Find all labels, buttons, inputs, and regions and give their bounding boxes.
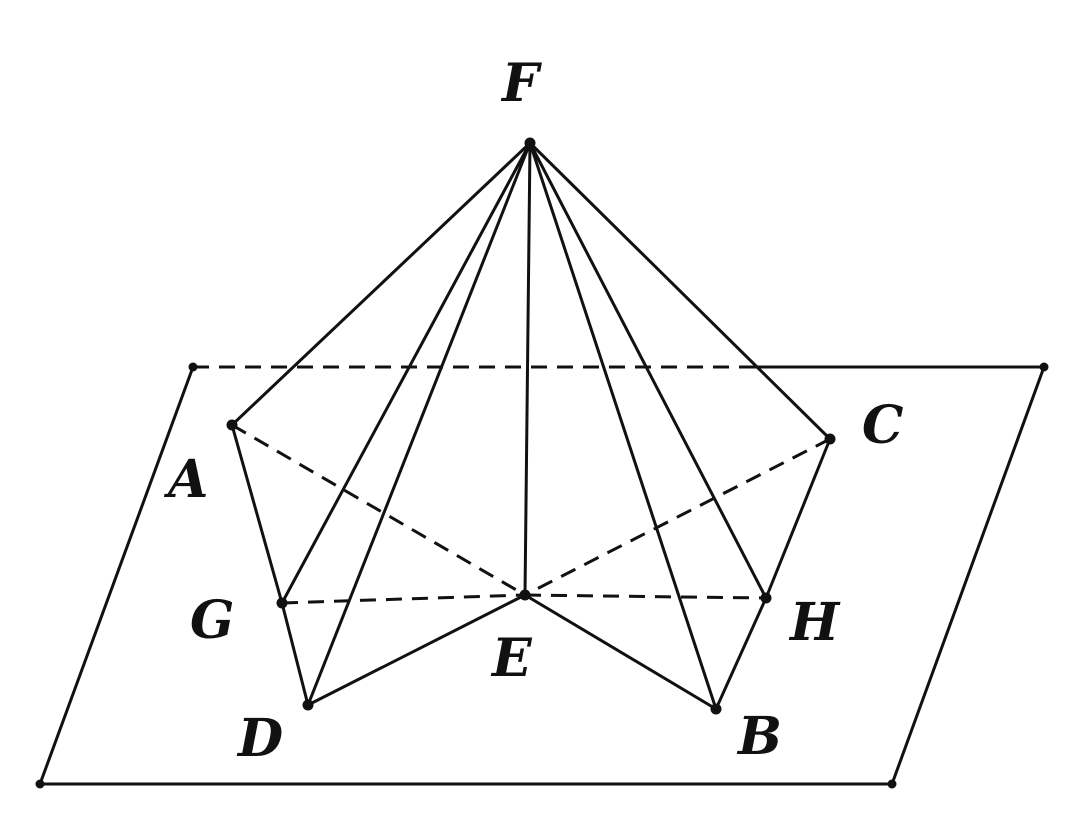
edge-eh-hidden <box>524 593 767 600</box>
plane-edge-right <box>890 365 1046 786</box>
edge-bh <box>714 596 768 711</box>
edge-fb <box>528 141 718 711</box>
label-c: C <box>862 395 903 456</box>
vertex-h <box>760 592 772 604</box>
plane-corner-top-right <box>1039 362 1049 372</box>
label-a: A <box>163 449 208 510</box>
plane-corner-bottom-right <box>887 779 897 789</box>
edge-fc <box>528 141 832 441</box>
plane-corner-top-left <box>188 362 198 372</box>
vertex-d <box>302 699 314 711</box>
edge-gd <box>280 601 310 707</box>
label-h: H <box>788 592 841 653</box>
edge-eb <box>523 593 718 711</box>
edge-ge-hidden <box>281 593 526 605</box>
edge-fa <box>230 141 532 427</box>
edge-de <box>306 593 527 707</box>
label-e: E <box>490 628 533 689</box>
vertex-a <box>226 419 238 431</box>
label-d: D <box>236 708 283 769</box>
vertex-g <box>276 597 288 609</box>
vertex-e <box>519 589 531 601</box>
edge-hc <box>764 437 832 600</box>
edge-fg <box>280 141 532 605</box>
label-g: G <box>190 590 234 651</box>
vertex-c <box>824 433 836 445</box>
plane-corner-bottom-left <box>35 779 45 789</box>
vertex-f <box>524 137 536 149</box>
plane-edge-left <box>38 365 195 786</box>
edge-ce-hidden <box>524 437 831 597</box>
vertex-b <box>710 703 722 715</box>
edge-fd <box>306 141 532 707</box>
edge-fh <box>528 141 768 600</box>
edge-fe <box>523 141 532 597</box>
label-b: B <box>736 706 782 767</box>
edge-ae-hidden <box>231 423 526 597</box>
label-f: F <box>500 53 542 114</box>
edge-ag <box>230 423 284 605</box>
